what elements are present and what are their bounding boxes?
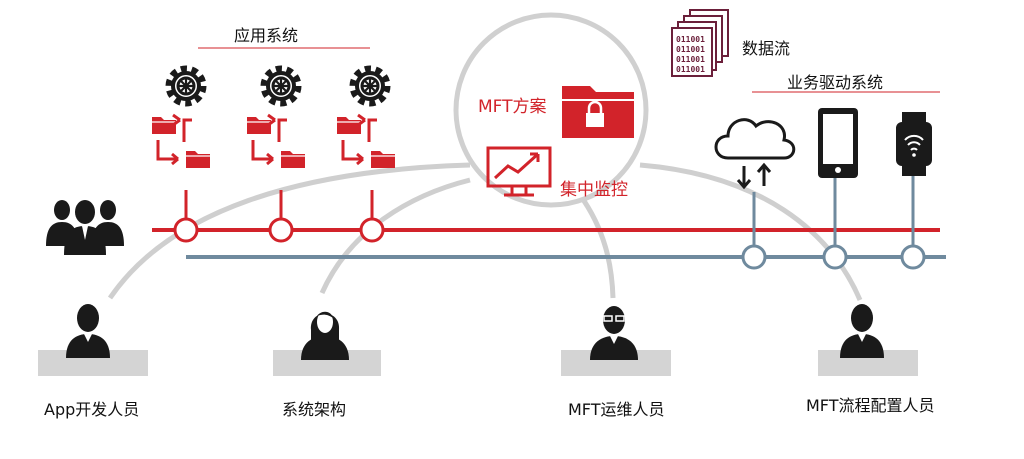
mft-ops-label: MFT运维人员	[568, 400, 665, 419]
gear-icon	[353, 69, 387, 103]
arc-system-architecture	[319, 177, 471, 295]
connector-node	[173, 217, 199, 243]
connector-node	[741, 244, 767, 270]
app-system-3	[337, 69, 395, 243]
connector-node	[900, 244, 926, 270]
connector-node	[268, 217, 294, 243]
arc-app-developer	[107, 162, 471, 300]
smartwatch-icon	[896, 112, 932, 270]
business-driven-label: 业务驱动系统	[787, 73, 884, 92]
connector-node	[822, 244, 848, 270]
group-icon	[46, 200, 124, 255]
cloud-sync-icon	[714, 118, 796, 270]
arc-mft-config	[639, 162, 863, 301]
app-systems-label: 应用系统	[234, 26, 299, 45]
person-icon	[840, 304, 884, 358]
mft-solution-label: MFT方案	[478, 97, 547, 117]
mft-config-label: MFT流程配置人员	[806, 396, 935, 415]
person-icon	[301, 311, 349, 360]
background-arcs	[107, 162, 863, 301]
svg-text:011001: 011001	[676, 55, 705, 64]
person-icon	[66, 304, 110, 358]
gear-icon	[169, 69, 203, 103]
svg-text:011001: 011001	[676, 65, 705, 74]
folder-lock-icon	[562, 86, 634, 138]
arc-mft-ops	[577, 193, 616, 299]
persona-mft-config	[818, 304, 918, 376]
svg-text:011001: 011001	[676, 45, 705, 54]
app-developer-label: App开发人员	[44, 400, 140, 419]
persona-system-architecture	[273, 311, 381, 376]
app-system-2	[247, 69, 305, 243]
app-system-1	[152, 69, 210, 243]
persona-app-developer	[38, 304, 148, 376]
gear-icon	[264, 69, 298, 103]
data-flow-label: 数据流	[742, 39, 791, 58]
central-monitoring-label: 集中监控	[560, 180, 628, 200]
folder-transfer-icon	[337, 115, 395, 168]
mft-hub-circle	[453, 12, 649, 208]
monitor-chart-icon	[486, 146, 552, 197]
persona-mft-ops	[561, 306, 671, 376]
folder-transfer-icon	[247, 115, 305, 168]
mobile-phone-icon	[818, 108, 858, 270]
connector-node	[359, 217, 385, 243]
system-architecture-label: 系统架构	[282, 400, 347, 419]
svg-text:011001: 011001	[676, 35, 705, 44]
folder-transfer-icon	[152, 115, 210, 168]
person-icon	[590, 306, 638, 360]
binary-docs-icon: 011001 011001 011001 011001	[671, 9, 729, 77]
